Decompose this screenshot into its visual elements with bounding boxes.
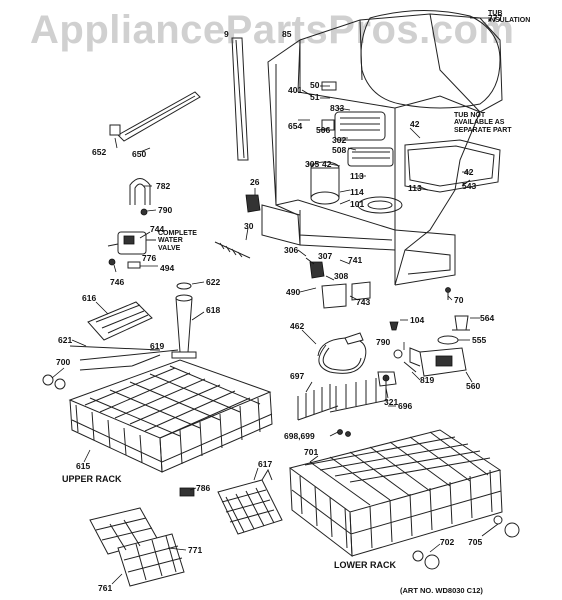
part-number-label: 696 (398, 401, 413, 411)
part-number-label: 560 (466, 381, 481, 391)
part-number-label: 701 (304, 447, 319, 457)
part-number-label: 833 (330, 103, 345, 113)
part-number-label: 650 (132, 149, 147, 159)
part-number-label: 819 (420, 375, 435, 385)
part-number-label: 42 (322, 159, 332, 169)
part-number-label: 776 (142, 253, 157, 263)
part-number-label: 26 (250, 177, 260, 187)
part-number-label: 30 (244, 221, 254, 231)
part-number-label: 462 (290, 321, 305, 331)
part-number-label: 700 (56, 357, 71, 367)
upper-rack-drawing (68, 359, 273, 473)
lower-rack-title: LOWER RACK (334, 560, 396, 570)
part-number-label: 494 (160, 263, 175, 273)
part-number-label: 702 (440, 537, 455, 547)
part-number-label: 113 (350, 171, 364, 181)
part-number-label: 51 (310, 92, 320, 102)
part-number-label: 50 (310, 80, 320, 90)
part-number-label: 508 (332, 145, 347, 155)
part-number-label: 615 (76, 461, 91, 471)
part-number-label: 9 (224, 29, 229, 39)
part-number-label: 761 (98, 583, 113, 593)
part-number-label: 308 (334, 271, 349, 281)
note-tub-insulation: TUB INSULATION (488, 10, 531, 25)
part-number-label: 616 (82, 293, 97, 303)
part-number-label: 777 (488, 13, 503, 23)
part-number-label: 104 (410, 315, 425, 325)
art-number: (ART NO. WD8030 C12) (400, 586, 483, 595)
part-number-label: 506 (316, 125, 331, 135)
part-number-label: 42 (410, 119, 420, 129)
part-number-label: 698,699 (284, 431, 315, 441)
part-number-label: 619 (150, 341, 165, 351)
part-number-label: 741 (348, 255, 363, 265)
lower-rack-drawing (288, 429, 503, 558)
part-number-label: 70 (454, 295, 464, 305)
part-number-label: 555 (472, 335, 487, 345)
part-number-label: 101 (350, 199, 365, 209)
part-number-label: 307 (318, 251, 333, 261)
part-number-label: 786 (196, 483, 211, 493)
part-number-label: 114 (350, 187, 364, 197)
part-number-label: 622 (206, 277, 221, 287)
part-number-label: 652 (92, 147, 107, 157)
note-complete-water-valve: COMPLETE WATER VALVE (158, 230, 197, 252)
part-number-label: 746 (110, 277, 125, 287)
part-number-label: 564 (480, 313, 495, 323)
part-number-label: 705 (468, 537, 483, 547)
part-number-label: 654 (288, 121, 303, 131)
part-number-label: 302 (332, 135, 347, 145)
part-number-label: 771 (188, 545, 203, 555)
leader-lines (51, 17, 499, 585)
part-number-label: 618 (206, 305, 221, 315)
part-number-label: 744 (150, 224, 165, 234)
part-number-label: 743 (356, 297, 371, 307)
part-number-label: 790 (158, 205, 173, 215)
part-number-label: 697 (290, 371, 305, 381)
tub-assembly (42, 9, 520, 587)
upper-rack-title: UPPER RACK (62, 474, 122, 484)
part-number-label: 621 (58, 335, 73, 345)
part-number-label: 401 (288, 85, 303, 95)
part-number-label: 113 (408, 183, 422, 193)
part-number-label: 305 (305, 159, 320, 169)
part-number-label: 617 (258, 459, 273, 469)
note-tub-not-available: TUB NOT AVAILABLE AS SEPARATE PART (454, 112, 512, 134)
part-number-label: 306 (284, 245, 299, 255)
part-number-label: 321 (384, 397, 399, 407)
part-number-label: 42 (464, 167, 474, 177)
part-number-label: 543 (462, 181, 477, 191)
part-number-label: 85 (282, 29, 292, 39)
part-number-label: 782 (156, 181, 171, 191)
part-number-label: 490 (286, 287, 301, 297)
part-number-label: 790 (376, 337, 391, 347)
